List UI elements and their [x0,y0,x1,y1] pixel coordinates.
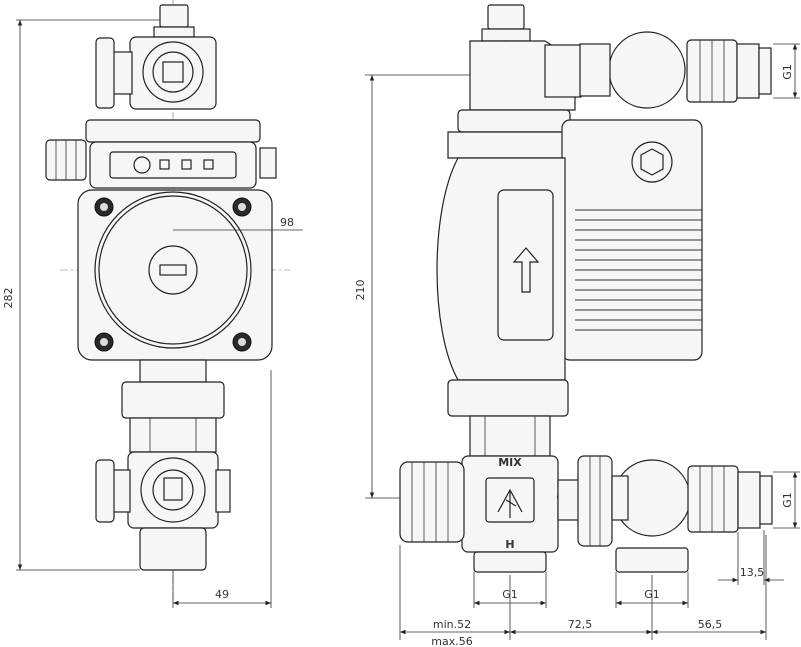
valve-mark-h: H [505,538,514,551]
dimension-210: 210 [354,280,367,301]
dimension-56-5: 56,5 [698,618,723,631]
dimension-49: 49 [215,588,229,601]
dimension-min-52: min.52 [433,618,471,631]
dimension-g1-right: G1 [781,492,794,508]
dimension-72-5: 72,5 [568,618,593,631]
dimension-282: 282 [2,288,15,309]
valve-mix-label: MIX [498,456,522,469]
cooling-fins [575,209,702,331]
dimension-g1-top: G1 [781,64,794,80]
dimension-98: 98 [280,216,294,229]
dimension-13-5: 13,5 [740,566,765,579]
side-view: 210 G1 [354,4,800,647]
dimension-max-56: max.56 [431,635,472,647]
front-view: 282 98 49 [2,0,303,608]
